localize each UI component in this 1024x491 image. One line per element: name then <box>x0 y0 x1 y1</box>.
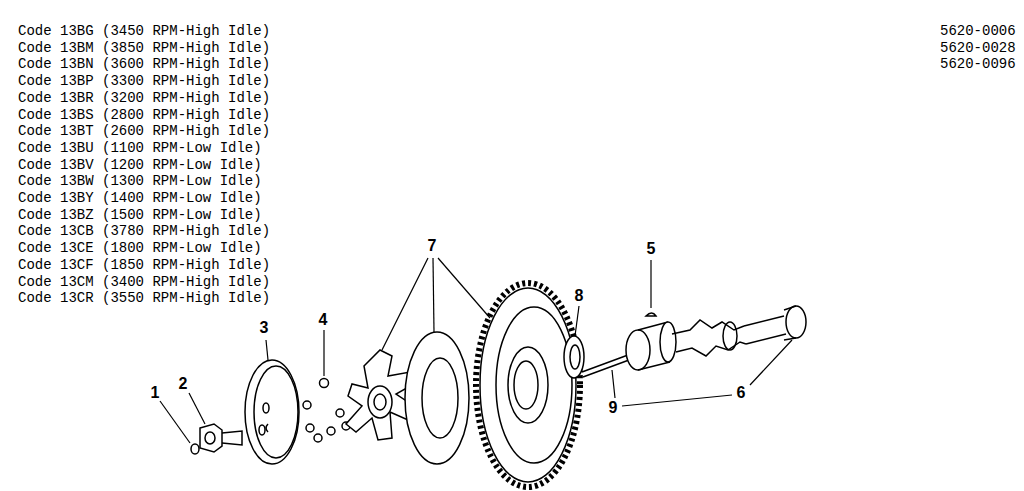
code-list-line: Code 13CR (3550 RPM-High Idle) <box>18 291 270 305</box>
ball <box>314 434 322 442</box>
leader-line <box>382 258 428 350</box>
callout-number: 6 <box>737 385 746 401</box>
pin <box>582 355 630 377</box>
code-list-line: Code 13CE (1800 RPM-Low Idle) <box>18 241 262 255</box>
camshaft <box>626 306 806 370</box>
code-list-line: Code 13CF (1850 RPM-High Idle) <box>18 258 270 272</box>
callout-number: 8 <box>575 288 584 304</box>
leader-line <box>189 393 205 424</box>
ball <box>320 379 329 388</box>
part-number: 5620-0096 <box>940 57 1016 71</box>
gear-body <box>480 288 576 482</box>
code-list-line: Code 13BG (3450 RPM-High Idle) <box>18 24 270 38</box>
leader-line <box>650 260 651 308</box>
bolt-socket <box>205 432 215 444</box>
leader-line <box>323 330 324 376</box>
callout-number: 9 <box>609 400 618 416</box>
code-list-line: Code 13BP (3300 RPM-High Idle) <box>18 74 270 88</box>
disc-hole <box>259 425 265 435</box>
ball-group <box>303 379 350 443</box>
ball <box>327 427 335 435</box>
code-list-line: Code 13BN (3600 RPM-High Idle) <box>18 57 270 71</box>
callout-number: 1 <box>151 385 160 401</box>
bolt-shank <box>222 431 242 445</box>
leader-line <box>612 370 615 398</box>
code-list-line: Code 13BM (3850 RPM-High Idle) <box>18 41 270 55</box>
part-number: 5620-0028 <box>940 41 1016 55</box>
cover-disc-rim <box>254 366 298 458</box>
callout-number: 2 <box>179 376 188 392</box>
code-list-line: Code 13BY (1400 RPM-Low Idle) <box>18 191 262 205</box>
washer-hole <box>570 345 580 369</box>
part-number: 5620-0006 <box>940 24 1016 38</box>
gear-hub <box>508 347 548 423</box>
code-list-line: Code 13BZ (1500 RPM-Low Idle) <box>18 208 262 222</box>
callout-number: 5 <box>647 241 656 257</box>
ball <box>303 401 311 409</box>
callout-number: 7 <box>428 238 437 254</box>
disc-mark <box>266 424 268 432</box>
leader-line <box>750 340 792 385</box>
washer <box>564 336 584 378</box>
ball <box>306 424 314 432</box>
code-list-line: Code 13BU (1100 RPM-Low Idle) <box>18 141 262 155</box>
code-list-line: Code 13BS (2800 RPM-High Idle) <box>18 108 270 122</box>
gear-web <box>496 307 572 463</box>
leader-line <box>160 401 190 443</box>
leader-line <box>438 258 490 318</box>
cover-disc <box>245 360 299 464</box>
flyweight-spider <box>346 350 414 440</box>
code-list-line: Code 13BR (3200 RPM-High Idle) <box>18 91 270 105</box>
thrust-disc-bore <box>422 358 458 438</box>
retainer-part <box>191 444 199 454</box>
leader-line <box>266 340 268 360</box>
callout-number: 4 <box>319 312 328 328</box>
code-list-line: Code 13BW (1300 RPM-Low Idle) <box>18 174 262 188</box>
disc-hole <box>263 403 269 413</box>
bolt-head <box>200 424 222 452</box>
woodruff-key <box>646 313 656 316</box>
code-list-line: Code 13CM (3400 RPM-High Idle) <box>18 275 270 289</box>
leader-line <box>622 395 732 406</box>
ball <box>336 409 344 417</box>
callout-number: 3 <box>260 320 269 336</box>
code-list-line: Code 13BV (1200 RPM-Low Idle) <box>18 158 262 172</box>
gear-teeth <box>476 283 580 487</box>
thrust-disc <box>405 332 469 464</box>
gear-bore <box>514 361 538 409</box>
leader-line <box>575 306 579 336</box>
code-list-line: Code 13BT (2600 RPM-High Idle) <box>18 124 270 138</box>
leader-line <box>433 258 434 332</box>
code-list-line: Code 13CB (3780 RPM-High Idle) <box>18 224 270 238</box>
